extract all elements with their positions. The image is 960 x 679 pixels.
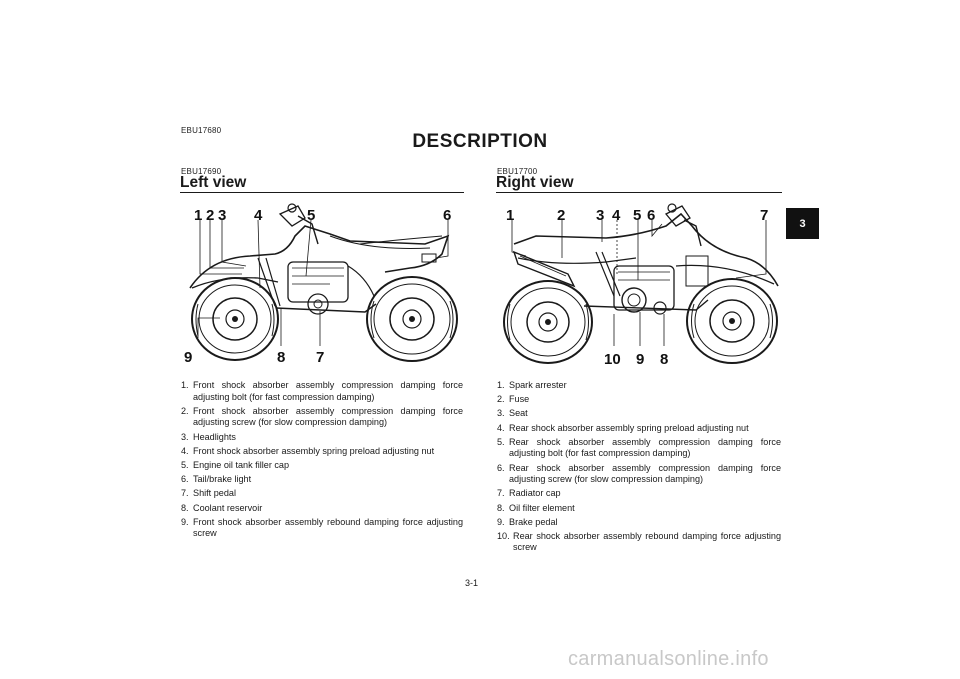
legend-item: 2.Fuse [497, 394, 530, 405]
callout-7: 7 [316, 349, 324, 366]
legend-item: 6.Tail/brake light [181, 474, 252, 485]
legend-item: 1.Spark arrester [497, 380, 567, 390]
callout-3: 3 [218, 207, 226, 224]
page-number: 3-1 [465, 578, 479, 588]
legend-item: 2.Front shock absorber assembly compress… [181, 405, 463, 428]
callout-6: 6 [443, 207, 451, 224]
left-view-legend: 1.Front shock absorber assembly compress… [181, 380, 463, 542]
chapter-tab[interactable]: 3 [786, 208, 819, 239]
legend-item: 5.Engine oil tank filler cap [181, 459, 290, 470]
callout-7: 7 [760, 207, 768, 224]
legend-item: 3.Headlights [181, 431, 236, 442]
right-view-title: Right view [496, 174, 574, 191]
right-view-legend: 1.Spark arrester 2.Fuse 3.Seat 4.Rear sh… [497, 380, 781, 557]
callout-4: 4 [612, 207, 621, 224]
callout-3: 3 [596, 207, 604, 224]
legend-item: 6.Rear shock absorber assembly compressi… [497, 462, 781, 485]
legend-item: 5.Rear shock absorber assembly compressi… [497, 436, 781, 459]
callout-6: 6 [647, 207, 655, 224]
legend-item: 1.Front shock absorber assembly compress… [181, 380, 463, 402]
atv-left-view-illustration: 1 2 3 4 5 6 7 8 9 [184, 203, 458, 366]
legend-item: 9.Front shock absorber assembly rebound … [181, 516, 463, 539]
atv-right-view-illustration: 1 2 3 4 5 6 7 8 9 10 [503, 203, 779, 368]
callout-1: 1 [506, 207, 514, 224]
callout-10: 10 [604, 351, 621, 368]
callout-8: 8 [660, 351, 668, 368]
page-title: DESCRIPTION [412, 131, 548, 152]
callout-9: 9 [636, 351, 644, 368]
legend-item: 8.Coolant reservoir [181, 502, 263, 513]
callout-2: 2 [557, 207, 565, 224]
callout-5: 5 [307, 207, 315, 224]
legend-item: 3.Seat [497, 408, 528, 419]
legend-item: 4.Rear shock absorber assembly spring pr… [497, 422, 749, 433]
callout-4: 4 [254, 207, 263, 224]
callout-leaders [197, 219, 449, 346]
callout-5: 5 [633, 207, 641, 224]
legend-item: 10.Rear shock absorber assembly rebound … [497, 530, 781, 553]
callout-8: 8 [277, 349, 285, 366]
front-wheel [191, 277, 279, 361]
right-view-rule [496, 192, 782, 194]
legend-item: 4.Front shock absorber assembly spring p… [181, 445, 435, 456]
legend-item: 7.Radiator cap [497, 488, 561, 499]
rear-wheel [503, 280, 593, 364]
legend-item: 7.Shift pedal [181, 488, 236, 499]
right-view-code: EBU17700 [497, 167, 538, 176]
left-view-title: Left view [180, 174, 247, 191]
callout-leaders [511, 220, 767, 346]
callout-9: 9 [184, 349, 192, 366]
watermark-text: carmanualsonline.info [568, 648, 769, 670]
left-view-code: EBU17690 [181, 167, 222, 176]
legend-item: 8.Oil filter element [497, 502, 575, 513]
left-view-rule [180, 192, 464, 194]
legend-item: 9.Brake pedal [497, 516, 558, 527]
front-wheel [686, 278, 778, 364]
callout-2: 2 [206, 207, 214, 224]
rear-wheel [366, 276, 458, 362]
callout-1: 1 [194, 207, 202, 224]
atv-body [512, 203, 779, 315]
section-code: EBU17680 [181, 126, 222, 135]
